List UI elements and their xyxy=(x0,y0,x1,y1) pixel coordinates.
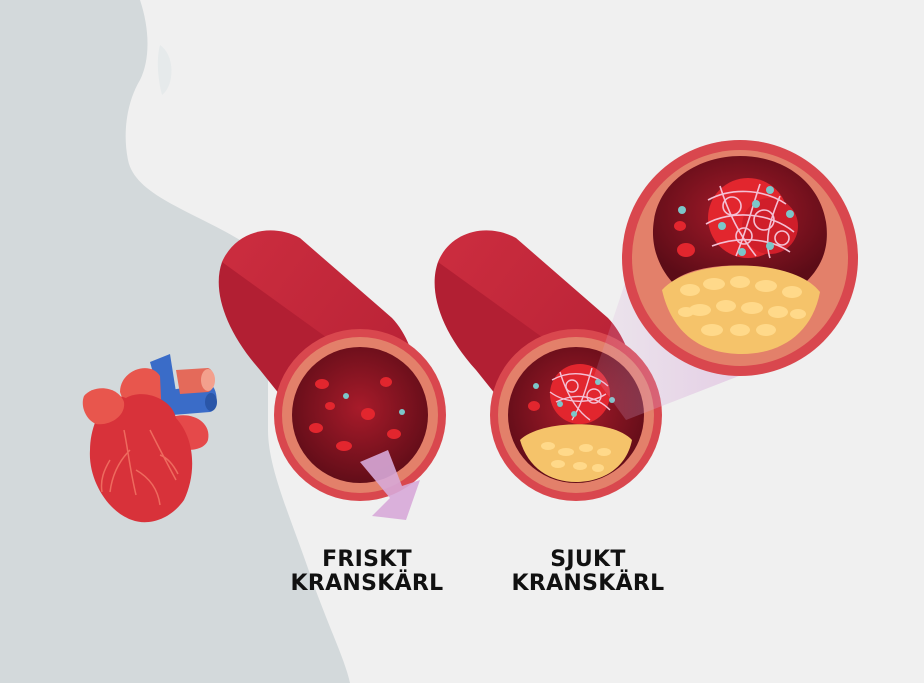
label-healthy-line1: FRISKT xyxy=(282,548,452,572)
label-healthy-vessel: FRISKT KRANSKÄRL xyxy=(282,548,452,596)
label-sick-vessel: SJUKT KRANSKÄRL xyxy=(500,548,676,596)
label-sick-line1: SJUKT xyxy=(500,548,676,572)
label-sick-line2: KRANSKÄRL xyxy=(500,572,676,596)
label-healthy-line2: KRANSKÄRL xyxy=(282,572,452,596)
magnified-section xyxy=(622,140,858,376)
